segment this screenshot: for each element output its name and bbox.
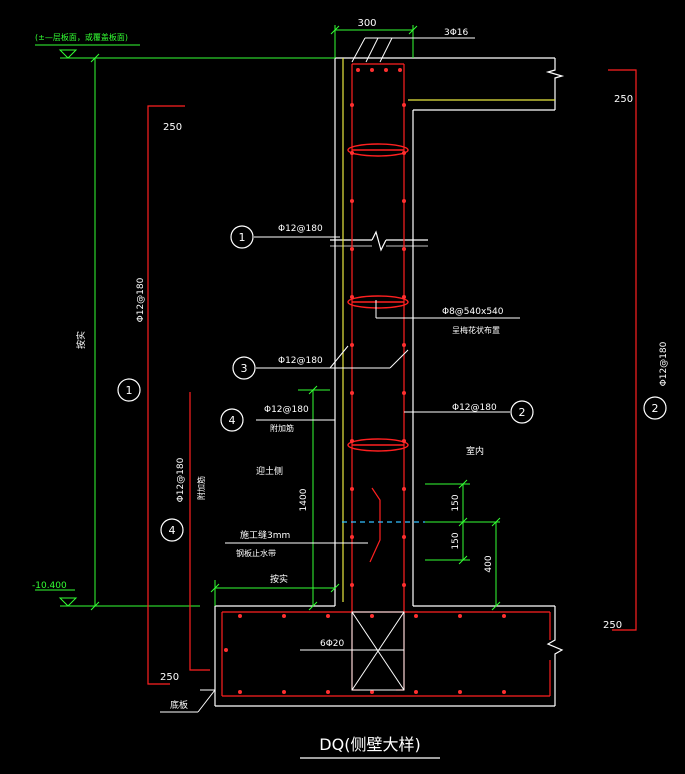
rebar-dot (402, 151, 406, 155)
rebar-dot (370, 614, 374, 618)
top-bars-label: 3Φ16 (444, 28, 469, 38)
rebar-dot (458, 690, 462, 694)
rebar-dot (402, 535, 406, 539)
tie-bar-label: Φ8@540x540 (442, 307, 504, 317)
dim-300: 300 (357, 18, 376, 29)
right-vertical-bar-label: Φ12@180 (659, 341, 669, 386)
title-block: DQ(侧壁大样) (300, 735, 440, 759)
rebar-dot (402, 583, 406, 587)
concrete-outline (214, 57, 565, 707)
left-vertical-bar-label: Φ12@180 (136, 277, 146, 322)
rebar-dot (326, 614, 330, 618)
rebar-dot (402, 439, 406, 443)
dim-250-right-top: 250 (614, 94, 633, 105)
rebar-dot (238, 614, 242, 618)
tag-1-a: 1 (239, 231, 246, 244)
tag-2-b: 2 (652, 402, 659, 415)
rebar-dot (350, 295, 354, 299)
rebar-dot (402, 343, 406, 347)
rebar-dot (370, 690, 374, 694)
indoor-label: 室内 (466, 445, 484, 457)
rebar-dot (350, 343, 354, 347)
rebar-dot (350, 151, 354, 155)
rebar-dot (238, 690, 242, 694)
rebar-dot (502, 614, 506, 618)
tag3-bar-label: Φ12@180 (278, 356, 323, 366)
tag1-bar-label: Φ12@180 (278, 224, 323, 234)
tag-4-b: 4 (169, 524, 176, 537)
bottom-bars-label: 6Φ20 (320, 639, 345, 649)
bar-callouts (147, 69, 637, 685)
rebar-dot (350, 103, 354, 107)
rebar-dot (402, 199, 406, 203)
joint-note: 施工缝3mm (240, 529, 290, 541)
rebar-dot (370, 68, 374, 72)
rebar-dot (350, 535, 354, 539)
rebar-dot (350, 199, 354, 203)
dim-150-lower: 150 (451, 532, 461, 549)
dim-250-right-bottom: 250 (603, 620, 622, 631)
tag-2-a: 2 (519, 406, 526, 419)
leader-lines (160, 37, 520, 713)
rebar-dot (384, 68, 388, 72)
rebar-dot (350, 247, 354, 251)
dim-1400: 1400 (299, 488, 309, 511)
rebar-dot (414, 614, 418, 618)
tag-1-b: 1 (126, 384, 133, 397)
tag4-bar-label: Φ12@180 (264, 405, 309, 415)
tag-3: 3 (241, 362, 248, 375)
rebar-dot (402, 295, 406, 299)
rebar-dot (326, 690, 330, 694)
rebar-dot (282, 614, 286, 618)
dim-400: 400 (484, 555, 494, 572)
rebar-dot (282, 690, 286, 694)
dim-250-left-top: 250 (163, 122, 182, 133)
soil-side-label: 迎土侧 (256, 465, 283, 477)
rebar-dot (414, 690, 418, 694)
rebar-dot (402, 247, 406, 251)
drawing-title: DQ(侧壁大样) (319, 735, 420, 754)
rebar-dot (502, 690, 506, 694)
rebar-dots (224, 68, 506, 694)
slab-label: 底板 (170, 699, 188, 711)
tie-note: 呈梅花状布置 (452, 325, 500, 335)
dim-250-left-bottom: 250 (160, 672, 179, 683)
rebar-dot (402, 391, 406, 395)
bottom-width-label: 按实 (270, 573, 288, 585)
rebar-dot (350, 391, 354, 395)
rebar-dot (350, 439, 354, 443)
rebar-dot (458, 614, 462, 618)
wall-base-cross (351, 611, 405, 691)
annotation-text: (±—层板面，或覆盖板面) -10.400 300 3Φ16 250 250 2… (32, 18, 669, 711)
tag-4-a: 4 (229, 414, 236, 427)
dimension-lines (35, 25, 501, 611)
rebar-dot (402, 103, 406, 107)
left-lower-bar-label: Φ12@180 (176, 457, 186, 502)
tag2-bar-label: Φ12@180 (452, 403, 497, 413)
waterstop-note: 钢板止水带 (236, 548, 276, 558)
rebar-dot (402, 487, 406, 491)
height-label: 按实 (75, 331, 87, 349)
bottom-elevation: -10.400 (32, 581, 67, 591)
dim-150-upper: 150 (451, 494, 461, 511)
left-lower-note: 附加筋 (196, 476, 206, 500)
waterproof-layer (342, 58, 555, 602)
tag-numbers: 1 3 4 2 1 4 2 (126, 231, 659, 537)
rebar-dot (398, 68, 402, 72)
rebar-dot (356, 68, 360, 72)
tag-circles (117, 225, 667, 542)
tag4-note: 附加筋 (270, 423, 294, 433)
rebar-dot (224, 648, 228, 652)
rebar-dot (350, 487, 354, 491)
top-elevation-note: (±—层板面，或覆盖板面) (35, 32, 128, 42)
rebar-dot (350, 583, 354, 587)
tie-hoops (347, 143, 409, 452)
